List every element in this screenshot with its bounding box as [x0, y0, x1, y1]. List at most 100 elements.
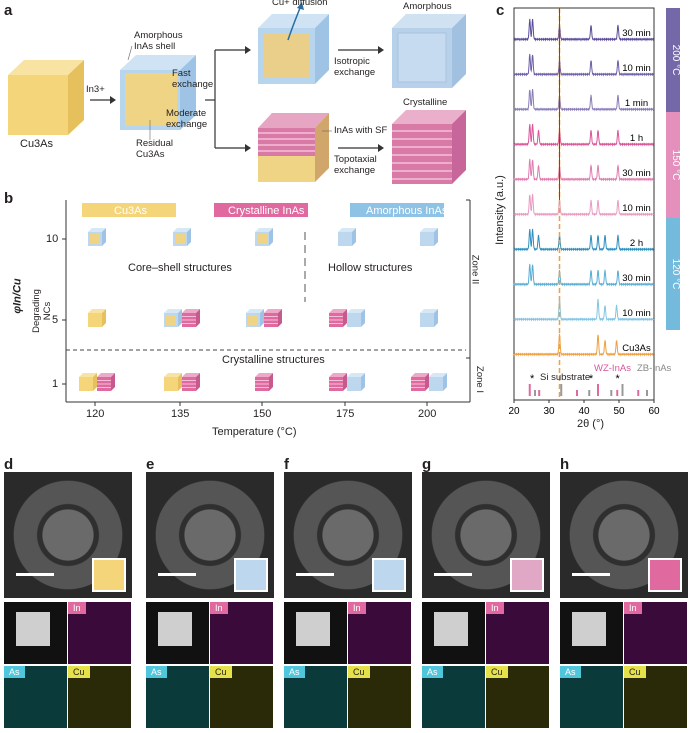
haadf-quad	[422, 602, 485, 664]
panel-label-c: c	[496, 2, 505, 19]
eds-tag: As	[560, 666, 581, 678]
inset-cube	[510, 558, 544, 592]
eds-as-quad: As	[284, 666, 347, 728]
label-crystalline: Crystalline	[403, 97, 448, 108]
legend-crystalline-inas: Crystalline InAs	[228, 205, 305, 217]
eds-tag: As	[422, 666, 443, 678]
eds-tag: Cu	[348, 666, 370, 678]
phase-cube-10-0-0	[88, 228, 106, 246]
xrd-series-3	[513, 123, 655, 147]
temp-group-bar-0	[666, 8, 680, 112]
xrd-xtick-label-1: 30	[543, 406, 555, 417]
phase-cube-5-1-0	[164, 309, 182, 327]
phase-cube-1-4-1	[429, 373, 447, 391]
phase-cube-10-1-0	[173, 228, 191, 246]
label-inas-sf: InAs with SF	[334, 125, 388, 136]
temp-group-label-0: 200 °C	[670, 45, 681, 76]
eds-tag: In	[210, 602, 228, 614]
legend-cu3as: Cu3As	[114, 205, 148, 217]
ytick-1: 1	[52, 378, 59, 390]
panel-label-d: d	[4, 456, 14, 473]
panel-label-h: h	[560, 456, 570, 473]
xtick-135: 135	[171, 408, 190, 420]
label-cu-diffusion: Cu+ diffusion	[272, 0, 328, 8]
eds-tag: Cu	[210, 666, 232, 678]
label-crystalline-structures: Crystalline structures	[222, 354, 325, 366]
label-amorphous: Amorphous	[403, 1, 452, 12]
haadf-quad	[560, 602, 623, 664]
xrd-series-label-2: 1 min	[625, 98, 648, 109]
eds-in-quad: In	[348, 602, 411, 664]
phase-cube-1-4-0	[411, 373, 429, 391]
haadf-quad	[284, 602, 347, 664]
panel-label-e: e	[146, 456, 155, 473]
xrd-series-label-0: 30 min	[622, 28, 651, 39]
xtick-120: 120	[86, 408, 105, 420]
xrd-series-5	[513, 194, 655, 217]
xrd-series-label-9: Cu3As	[622, 343, 651, 354]
panel-label-g: g	[422, 456, 432, 473]
label-amorphous-shell: Amorphous InAs shell	[134, 30, 183, 52]
label-moderate-exchange: Moderate exchange	[166, 108, 208, 130]
xrd-star-0: *	[530, 373, 535, 385]
xtick-200: 200	[418, 408, 437, 420]
eds-in-quad: In	[486, 602, 549, 664]
eds-tag: Cu	[486, 666, 508, 678]
eds-cu-quad: Cu	[348, 666, 411, 728]
crystalline-cube	[392, 110, 466, 184]
phase-cube-5-3-0	[329, 309, 347, 327]
temp-group-label-2: 120 °C	[670, 259, 681, 290]
xrd-series-4	[513, 158, 655, 182]
temp-group-label-1: 150 °C	[670, 150, 681, 181]
xrd-series-7	[513, 263, 655, 287]
label-isotropic: Isotropic exchange	[334, 56, 376, 78]
panel-label-f: f	[284, 456, 289, 473]
panel-label-b: b	[4, 190, 14, 207]
label-cu3as: Cu3As	[20, 138, 54, 150]
phase-cube-5-0-0	[88, 309, 106, 327]
inset-cube	[234, 558, 268, 592]
scale-bar	[158, 573, 196, 576]
eds-in-quad: In	[68, 602, 131, 664]
eds-as-quad: As	[422, 666, 485, 728]
eds-as-quad: As	[4, 666, 67, 728]
scale-bar	[16, 573, 54, 576]
xrd-series-label-5: 10 min	[622, 203, 651, 214]
phase-cube-10-2-0	[255, 228, 273, 246]
eds-tag: As	[284, 666, 305, 678]
eds-tag: In	[348, 602, 366, 614]
tem-image-2	[284, 472, 412, 598]
xtick-175: 175	[336, 408, 355, 420]
xtick-150: 150	[253, 408, 272, 420]
xrd-series-6	[513, 228, 654, 252]
tem-image-0	[4, 472, 132, 598]
xrd-xtick-label-3: 50	[613, 406, 625, 417]
eds-as-quad: As	[560, 666, 623, 728]
phase-cube-1-1-1	[182, 373, 200, 391]
phase-cube-5-2-0	[246, 309, 264, 327]
inset-cube	[648, 558, 682, 592]
xrd-star-1: *	[589, 373, 594, 385]
xrd-series-label-6: 2 h	[630, 238, 643, 249]
eds-in-quad: In	[624, 602, 687, 664]
label-fast-exchange: Fast exchange	[172, 68, 214, 90]
eds-tag: In	[486, 602, 504, 614]
label-hollow: Hollow structures	[328, 262, 413, 274]
xrd-series-label-4: 30 min	[622, 168, 651, 179]
phase-map-b	[62, 199, 471, 406]
eds-tag: Cu	[68, 666, 90, 678]
phase-cube-1-3-0	[329, 373, 347, 391]
haadf-quad	[4, 602, 67, 664]
panel-label-a: a	[4, 2, 13, 19]
phase-cube-10-3-0	[338, 228, 356, 246]
eds-in-quad: In	[210, 602, 273, 664]
schematic-a	[8, 2, 466, 184]
ref-wz: WZ-InAs	[594, 363, 631, 374]
phase-xlabel: Temperature (°C)	[212, 426, 297, 438]
xrd-xtick-label-2: 40	[578, 406, 590, 417]
inset-cube	[372, 558, 406, 592]
phase-cube-5-1-1	[182, 309, 200, 327]
xrd-xlabel: 2θ (°)	[577, 418, 605, 430]
